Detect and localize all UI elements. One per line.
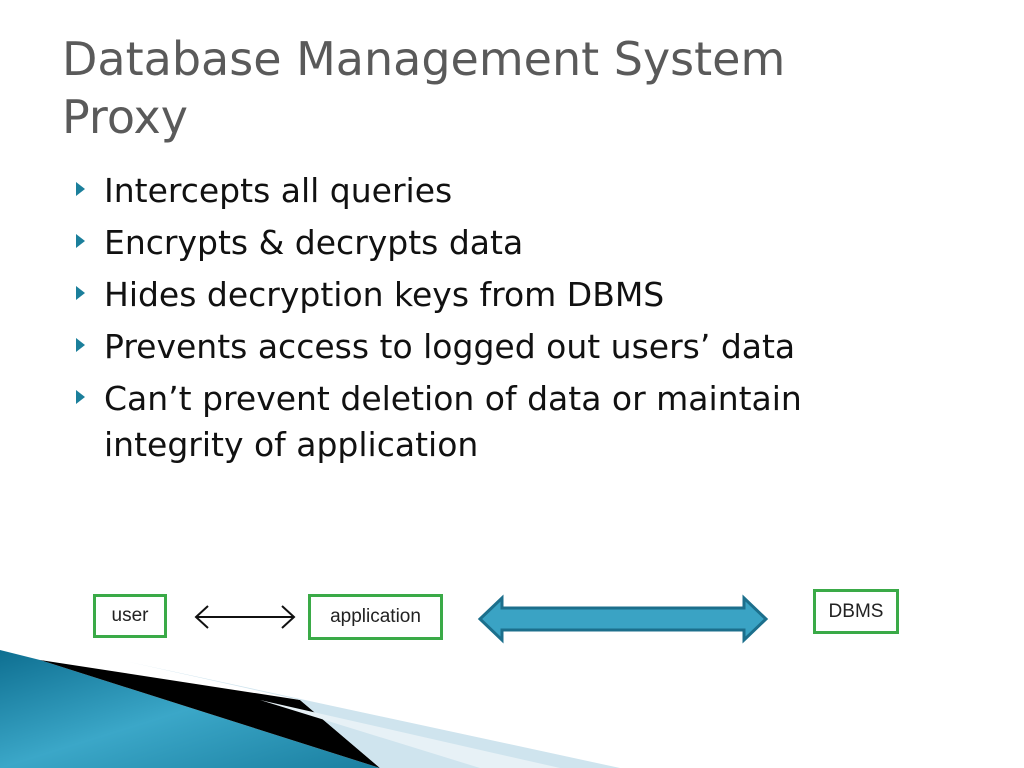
application-box: application (308, 594, 443, 640)
bullet-text: Prevents access to logged out users’ dat… (104, 327, 796, 366)
big-double-arrow-icon (477, 594, 769, 644)
bullet-item: Can’t prevent deletion of data or mainta… (76, 376, 936, 468)
triangle-bullet-icon (76, 234, 85, 248)
bullet-text: Hides decryption keys from DBMS (104, 275, 665, 314)
dbms-box: DBMS (813, 589, 899, 634)
bullet-text: Can’t prevent deletion of data or mainta… (104, 379, 802, 464)
triangle-bullet-icon (76, 390, 85, 404)
slide-title: Database Management System Proxy (62, 30, 962, 146)
bullet-list: Intercepts all queries Encrypts & decryp… (76, 168, 936, 474)
triangle-bullet-icon (76, 286, 85, 300)
triangle-bullet-icon (76, 182, 85, 196)
bullet-text: Intercepts all queries (104, 171, 453, 210)
user-box: user (93, 594, 167, 638)
bullet-item: Prevents access to logged out users’ dat… (76, 324, 936, 370)
bullet-item: Encrypts & decrypts data (76, 220, 936, 266)
bullet-item: Intercepts all queries (76, 168, 936, 214)
triangle-bullet-icon (76, 338, 85, 352)
bullet-item: Hides decryption keys from DBMS (76, 272, 936, 318)
bullet-text: Encrypts & decrypts data (104, 223, 524, 262)
slide-title-line-2: Proxy (62, 90, 189, 144)
slide-title-line-1: Database Management System (62, 32, 786, 86)
double-arrow-icon (194, 605, 296, 629)
